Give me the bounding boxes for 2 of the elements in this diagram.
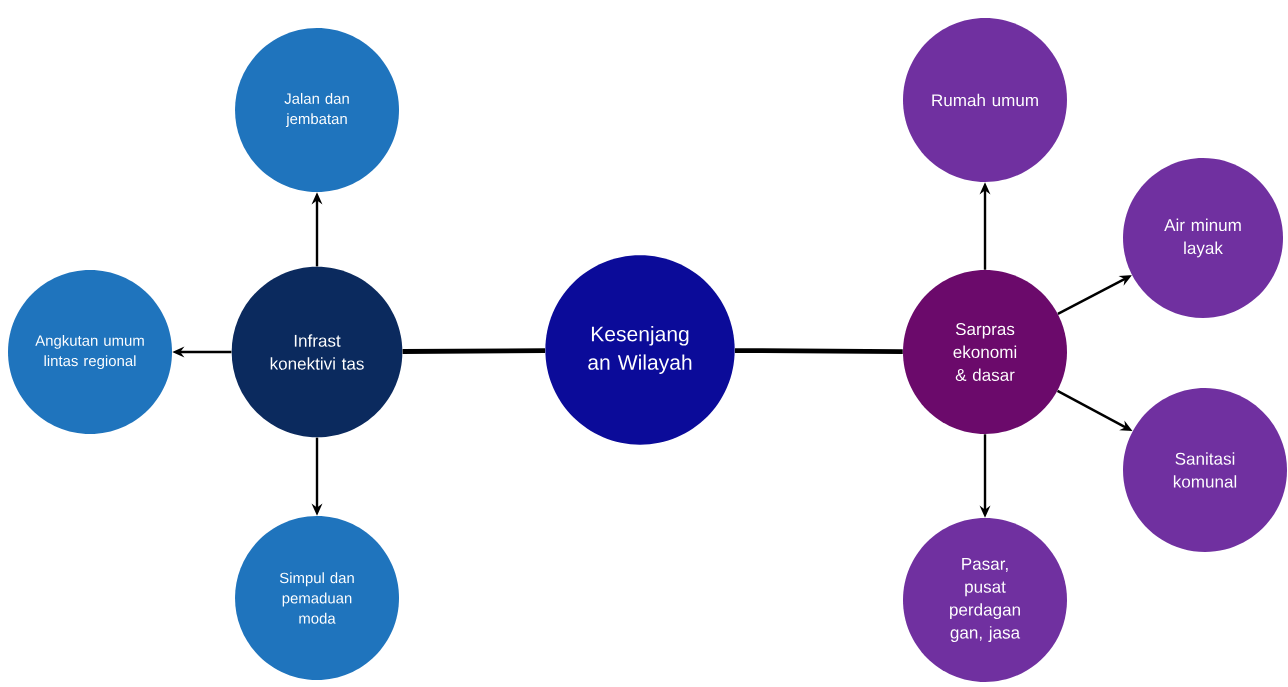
connector-line xyxy=(402,348,546,354)
connector-line xyxy=(734,348,903,354)
